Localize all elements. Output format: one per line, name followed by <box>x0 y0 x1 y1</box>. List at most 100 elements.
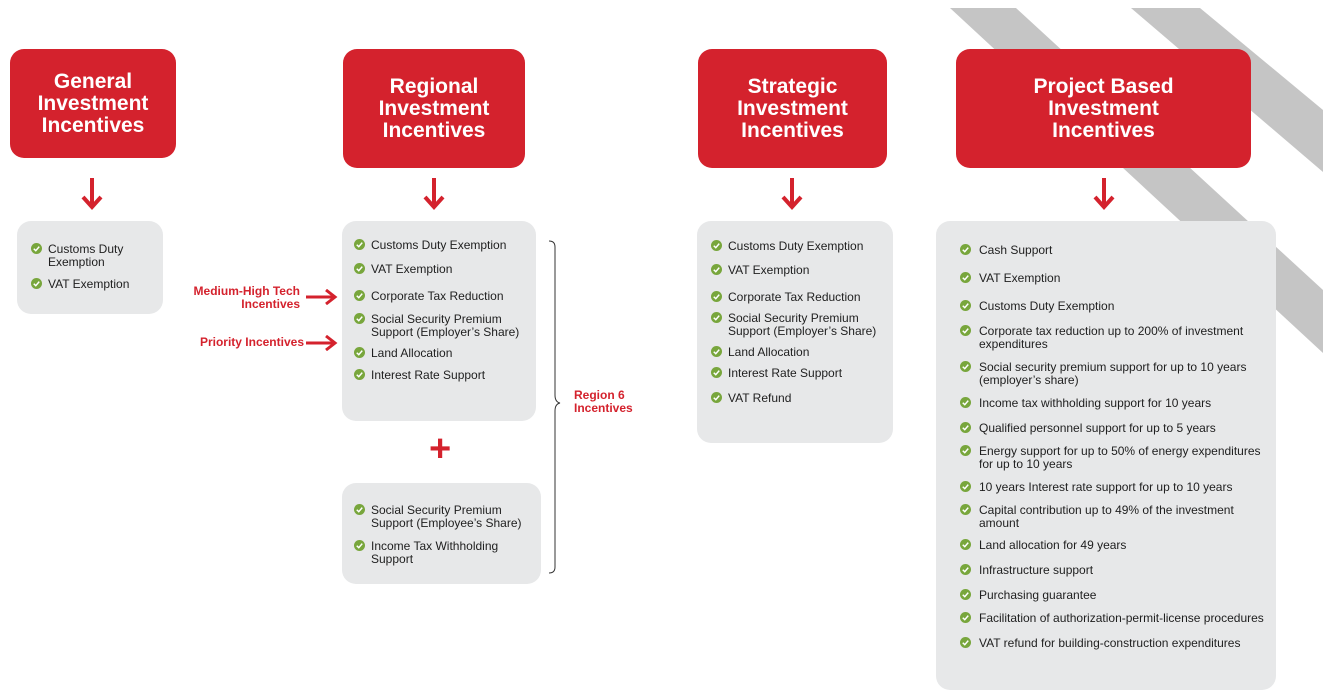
region6-incentives-label: Region 6 Incentives <box>574 388 633 415</box>
regional-extra-incentives-box: Social Security Premium Support (Employe… <box>342 483 541 584</box>
list-item-label: Customs Duty Exemption <box>728 239 864 253</box>
check-icon <box>960 539 971 550</box>
region6-bracket <box>548 240 561 574</box>
general-investment-title: General Investment Incentives <box>37 69 149 137</box>
check-icon <box>31 243 42 254</box>
list-item: 10 years Interest rate support for up to… <box>960 481 1268 494</box>
list-item-label: Energy support for up to 50% of energy e… <box>979 444 1261 471</box>
regional-extra-incentives-list: Social Security Premium Support (Employe… <box>354 504 533 566</box>
list-item-label: Social Security Premium Support (Employe… <box>371 312 520 339</box>
list-item-label: Land Allocation <box>728 345 810 359</box>
check-icon <box>354 504 365 515</box>
check-icon <box>960 445 971 456</box>
list-item: Corporate Tax Reduction <box>711 291 885 304</box>
list-item-label: Social Security Premium Support (Employe… <box>371 503 522 530</box>
list-item-label: VAT Exemption <box>371 262 453 276</box>
list-item-label: Social Security Premium Support (Employe… <box>728 311 877 338</box>
list-item: Social Security Premium Support (Employe… <box>354 504 533 530</box>
check-icon <box>711 312 722 323</box>
check-icon <box>354 290 365 301</box>
check-icon <box>960 612 971 623</box>
list-item: Land Allocation <box>354 347 528 360</box>
list-item-label: Interest Rate Support <box>371 368 486 382</box>
list-item: Interest Rate Support <box>354 369 528 382</box>
list-item: Energy support for up to 50% of energy e… <box>960 445 1268 471</box>
list-item: Corporate tax reduction up to 200% of in… <box>960 325 1268 351</box>
regional-investment-header: Regional Investment Incentives <box>343 49 525 168</box>
list-item-label: Qualified personnel support for up to 5 … <box>979 421 1216 435</box>
list-item: Qualified personnel support for up to 5 … <box>960 422 1268 435</box>
list-item-label: Customs Duty Exemption <box>48 242 124 269</box>
check-icon <box>960 244 971 255</box>
check-icon <box>711 264 722 275</box>
check-icon <box>960 589 971 600</box>
list-item: Social security premium support for up t… <box>960 361 1268 387</box>
list-item: Interest Rate Support <box>711 367 885 380</box>
check-icon <box>711 346 722 357</box>
check-icon <box>711 367 722 378</box>
project-based-investment-title: Project Based Investment Incentives <box>1033 74 1174 142</box>
regional-incentives-list: Customs Duty Exemption VAT Exemption Cor… <box>354 239 528 382</box>
list-item: Cash Support <box>960 244 1268 257</box>
list-item: Purchasing guarantee <box>960 589 1268 602</box>
list-item-label: VAT Exemption <box>979 271 1061 285</box>
priority-arrow-icon <box>306 335 338 351</box>
check-icon <box>354 540 365 551</box>
list-item: Customs Duty Exemption <box>960 300 1268 313</box>
check-icon <box>960 564 971 575</box>
list-item-label: Purchasing guarantee <box>979 588 1097 602</box>
list-item-label: Interest Rate Support <box>728 366 843 380</box>
regional-down-arrow-icon <box>423 178 445 210</box>
list-item: Corporate Tax Reduction <box>354 290 528 303</box>
list-item: Facilitation of authorization-permit-lic… <box>960 612 1268 625</box>
project-based-investment-header: Project Based Investment Incentives <box>956 49 1251 168</box>
general-incentives-list: Customs Duty Exemption VAT Exemption <box>31 243 153 291</box>
list-item-label: Social security premium support for up t… <box>979 360 1247 387</box>
list-item-label: Corporate Tax Reduction <box>728 290 861 304</box>
regional-incentives-box: Customs Duty Exemption VAT Exemption Cor… <box>342 221 536 421</box>
list-item-label: Income Tax Withholding Support <box>371 539 499 566</box>
list-item-label: Facilitation of authorization-permit-lic… <box>979 611 1264 625</box>
plus-icon: + <box>429 428 452 470</box>
list-item: Social Security Premium Support (Employe… <box>354 313 528 339</box>
check-icon <box>711 291 722 302</box>
check-icon <box>960 397 971 408</box>
check-icon <box>960 481 971 492</box>
list-item: VAT Exemption <box>711 264 885 277</box>
strategic-down-arrow-icon <box>781 178 803 210</box>
list-item-label: Income tax withholding support for 10 ye… <box>979 396 1212 410</box>
list-item: Customs Duty Exemption <box>711 240 885 253</box>
check-icon <box>960 272 971 283</box>
project-based-incentives-box: Cash Support VAT Exemption Customs Duty … <box>936 221 1276 690</box>
check-icon <box>354 347 365 358</box>
medium-high-tech-arrow-icon <box>306 289 338 305</box>
check-icon <box>960 637 971 648</box>
priority-incentives-label: Priority Incentives <box>199 335 304 349</box>
list-item: Infrastructure support <box>960 564 1268 577</box>
project-based-incentives-list: Cash Support VAT Exemption Customs Duty … <box>960 244 1268 650</box>
list-item: Social Security Premium Support (Employe… <box>711 312 885 338</box>
check-icon <box>960 504 971 515</box>
list-item: Customs Duty Exemption <box>31 243 153 269</box>
check-icon <box>711 392 722 403</box>
check-icon <box>960 361 971 372</box>
list-item-label: VAT Exemption <box>48 277 130 291</box>
list-item: Customs Duty Exemption <box>354 239 528 252</box>
check-icon <box>354 369 365 380</box>
check-icon <box>354 313 365 324</box>
list-item: Income tax withholding support for 10 ye… <box>960 397 1268 410</box>
list-item-label: VAT Exemption <box>728 263 810 277</box>
list-item-label: VAT refund for building-construction exp… <box>979 636 1241 650</box>
list-item-label: Land allocation for 49 years <box>979 538 1127 552</box>
check-icon <box>354 263 365 274</box>
regional-investment-title: Regional Investment Incentives <box>378 74 490 142</box>
strategic-investment-header: Strategic Investment Incentives <box>698 49 887 168</box>
check-icon <box>354 239 365 250</box>
list-item-label: Land Allocation <box>371 346 453 360</box>
list-item: VAT Exemption <box>31 278 153 291</box>
check-icon <box>711 240 722 251</box>
list-item-label: 10 years Interest rate support for up to… <box>979 480 1233 494</box>
list-item-label: Customs Duty Exemption <box>979 299 1115 313</box>
list-item-label: Capital contribution up to 49% of the in… <box>979 503 1234 530</box>
medium-high-tech-label: Medium-High Tech Incentives <box>193 284 300 311</box>
